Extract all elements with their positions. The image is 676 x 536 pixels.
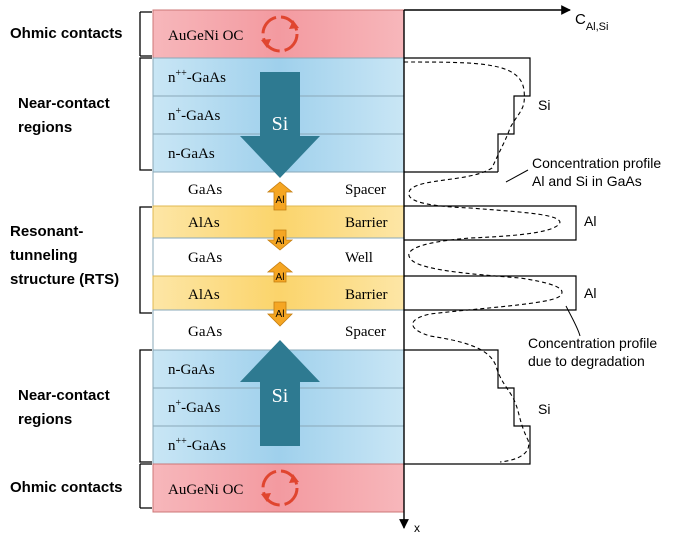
annotation-si-top: Si bbox=[538, 97, 550, 113]
label-rts-2: tunneling bbox=[10, 247, 78, 264]
bracket-ohmic-bottom bbox=[139, 463, 152, 509]
axes bbox=[399, 5, 571, 529]
label-rts-3: structure (RTS) bbox=[10, 271, 119, 288]
si-arrow-down: Si bbox=[240, 72, 320, 178]
label-near-contact-bottom-1: Near-contact bbox=[18, 387, 110, 404]
al-arrow-up-2-label: Al bbox=[276, 272, 285, 283]
annotation-profile-2: Al and Si in GaAs bbox=[532, 173, 642, 189]
al-arrow-down-1: Al bbox=[266, 229, 294, 251]
layer-label-well-material: GaAs bbox=[188, 250, 222, 266]
si-arrow-up: Si bbox=[240, 340, 320, 446]
pointer-profile bbox=[505, 169, 529, 183]
annotation-si-bottom: Si bbox=[538, 401, 550, 417]
al-arrow-down-2-label: Al bbox=[276, 309, 285, 320]
al-arrow-up-1-label: Al bbox=[276, 195, 285, 206]
al-arrow-up-1: Al bbox=[266, 181, 294, 211]
layer-label-well-role: Well bbox=[345, 250, 373, 266]
layer-label-barrier-bottom-material: AlAs bbox=[188, 287, 220, 303]
label-near-contact-bottom-2: regions bbox=[18, 411, 72, 428]
annotation-degradation-1: Concentration profile bbox=[528, 335, 657, 351]
layer-label-spacer-top-role: Spacer bbox=[345, 182, 386, 198]
al-arrow-down-1-label: Al bbox=[276, 236, 285, 247]
profile-solid bbox=[404, 57, 577, 465]
layer-label-barrier-bottom-role: Barrier bbox=[345, 287, 387, 303]
si-arrow-up-label: Si bbox=[272, 385, 289, 407]
label-ohmic-bottom: Ohmic contacts bbox=[10, 479, 123, 496]
layer-label-n-pp-top: n++-GaAs bbox=[168, 68, 226, 86]
si-arrow-down-label: Si bbox=[272, 113, 289, 135]
layer-label-ohmic-bottom: AuGeNi OC bbox=[168, 482, 243, 498]
layer-label-n-bottom: n-GaAs bbox=[168, 362, 215, 378]
label-rts-1: Resonant- bbox=[10, 223, 83, 240]
axis-label-c: CAl,Si bbox=[575, 11, 608, 33]
layer-label-barrier-top-role: Barrier bbox=[345, 215, 387, 231]
layer-label-barrier-top-material: AlAs bbox=[188, 215, 220, 231]
bracket-rts bbox=[139, 206, 152, 314]
layer-label-ohmic-top: AuGeNi OC bbox=[168, 28, 243, 44]
bracket-ohmic-top bbox=[139, 11, 152, 57]
rotate-icon-top bbox=[261, 15, 299, 53]
annotation-al-top: Al bbox=[584, 213, 596, 229]
al-arrow-up-2: Al bbox=[266, 261, 294, 283]
bracket-near-contact-bottom bbox=[139, 349, 152, 463]
layer-label-n-pp-bottom: n++-GaAs bbox=[168, 436, 226, 454]
annotation-profile-1: Concentration profile bbox=[532, 155, 661, 171]
label-near-contact-top-2: regions bbox=[18, 119, 72, 136]
layer-label-spacer-bottom-material: GaAs bbox=[188, 324, 222, 340]
label-near-contact-top-1: Near-contact bbox=[18, 95, 110, 112]
bracket-near-contact-top bbox=[139, 57, 152, 171]
annotation-degradation-2: due to degradation bbox=[528, 353, 645, 369]
label-ohmic-top: Ohmic contacts bbox=[10, 25, 123, 42]
pointer-degradation bbox=[565, 305, 581, 337]
region-brackets bbox=[139, 11, 152, 509]
layer-label-n-p-bottom: n+-GaAs bbox=[168, 398, 220, 416]
layer-label-n-top: n-GaAs bbox=[168, 146, 215, 162]
axis-label-x: x bbox=[414, 521, 420, 535]
layer-label-n-p-top: n+-GaAs bbox=[168, 106, 220, 124]
annotation-al-bottom: Al bbox=[584, 285, 596, 301]
al-arrow-down-2: Al bbox=[267, 301, 293, 327]
layer-label-spacer-bottom-role: Spacer bbox=[345, 324, 386, 340]
layer-label-spacer-top-material: GaAs bbox=[188, 182, 222, 198]
rotate-icon-bottom bbox=[261, 469, 299, 507]
